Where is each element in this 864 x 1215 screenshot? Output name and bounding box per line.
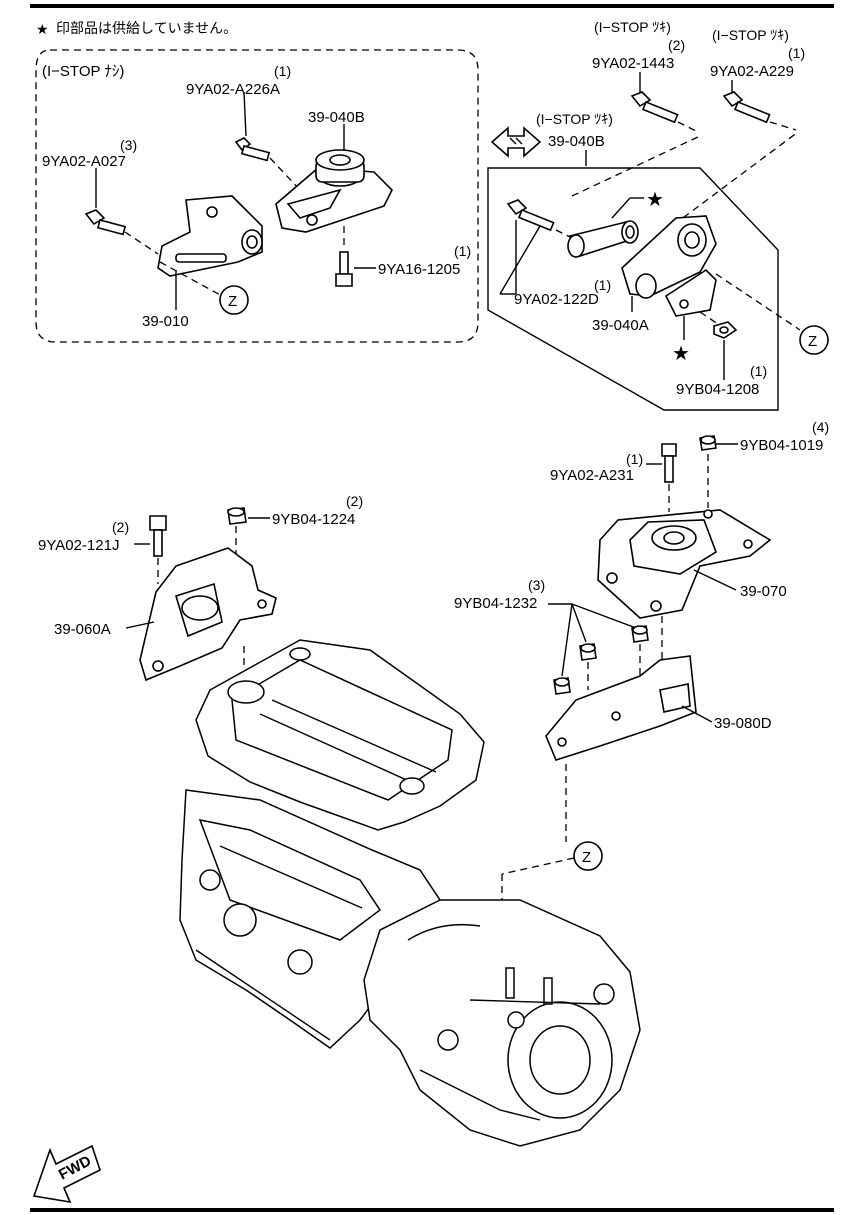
bolt-9ya02-a231 [661, 443, 677, 483]
mount-39-070 [597, 509, 772, 619]
label-39-080d: 39-080D [714, 715, 772, 732]
label-39-010: 39-010 [142, 313, 189, 330]
istop-box-border [487, 167, 779, 411]
no-istop-group-border [35, 49, 479, 343]
bracket-39-080d [545, 655, 697, 761]
mount-39-060a [139, 547, 277, 682]
svg-text:Z: Z [228, 293, 237, 310]
bolt-9ya02-121j [149, 515, 167, 557]
zone-z-left: Z [219, 285, 249, 315]
star-1: ★ [646, 189, 664, 211]
label-9ya02-1443: 9YA02-1443 [592, 55, 674, 72]
bolt-9ya02-a226a [234, 137, 271, 162]
variant-no-istop: (I−STOP ﾅｼ) [42, 63, 124, 80]
fwd-arrow-icon: FWD [32, 1144, 101, 1204]
bolt-9ya02-a229 [722, 91, 771, 124]
label-9ya02-a027: 9YA02-A027 [42, 153, 126, 170]
bolt-9ya02-a027 [84, 209, 127, 236]
bushing-star [567, 220, 639, 258]
label-9yb04-1232: 9YB04-1232 [454, 595, 537, 612]
label-9ya02-a226a: 9YA02-A226A [186, 81, 280, 98]
nut-9yb04-1232-b [579, 643, 597, 661]
zone-z-right: Z [799, 325, 829, 355]
qty-9ya02-122d: (1) [594, 277, 611, 293]
qty-9ya02-a027: (3) [120, 137, 137, 153]
nut-9yb04-1019 [699, 435, 717, 451]
qty-9yb04-1019: (4) [812, 419, 829, 435]
label-9ya02-a229: 9YA02-A229 [710, 63, 794, 80]
bolt-9ya02-1443 [630, 91, 679, 124]
label-9ya02-122d: 9YA02-122D [514, 291, 599, 308]
label-39-070: 39-070 [740, 583, 787, 600]
note-text: 印部品は供給していません。 [56, 20, 237, 36]
label-9ya02-a231: 9YA02-A231 [550, 467, 634, 484]
bracket-39-010 [157, 195, 263, 277]
label-39-040b-left: 39-040B [308, 109, 365, 126]
label-39-060a: 39-060A [54, 621, 111, 638]
label-9yb04-1224: 9YB04-1224 [272, 511, 355, 528]
variant-istop-3: (I−STOP ﾂｷ) [536, 111, 613, 127]
svg-text:Z: Z [582, 849, 591, 866]
mount-39-040a [621, 215, 717, 317]
qty-9yb04-1224: (2) [346, 493, 363, 509]
mount-39-040b-left [275, 149, 393, 233]
variant-arrow [490, 126, 542, 158]
qty-9yb04-1208: (1) [750, 363, 767, 379]
qty-9ya02-a229: (1) [788, 45, 805, 61]
engine-assembly [179, 639, 641, 1147]
nut-9yb04-1208 [713, 321, 738, 339]
qty-9ya02-a231: (1) [626, 451, 643, 467]
label-9yb04-1019: 9YB04-1019 [740, 437, 823, 454]
note-star: ★ [36, 21, 49, 37]
qty-9ya02-1443: (2) [668, 37, 685, 53]
svg-text:Z: Z [808, 333, 817, 350]
qty-9yb04-1232: (3) [528, 577, 545, 593]
nut-9yb04-1232-a [631, 625, 649, 643]
qty-9ya16-1205: (1) [454, 243, 471, 259]
zone-z-bottom: Z [573, 841, 603, 871]
label-9yb04-1208: 9YB04-1208 [676, 381, 759, 398]
label-9ya02-121j: 9YA02-121J [38, 537, 119, 554]
star-2: ★ [672, 343, 690, 365]
variant-istop-1: (I−STOP ﾂｷ) [594, 19, 671, 35]
label-39-040a: 39-040A [592, 317, 649, 334]
qty-9ya02-a226a: (1) [274, 63, 291, 79]
nut-9yb04-1224 [227, 507, 247, 525]
bolt-9ya16-1205 [335, 251, 353, 287]
label-39-040b-right: 39-040B [548, 133, 605, 150]
qty-9ya02-121j: (2) [112, 519, 129, 535]
variant-istop-2: (I−STOP ﾂｷ) [712, 27, 789, 43]
label-9ya16-1205: 9YA16-1205 [378, 261, 460, 278]
nut-9yb04-1232-c [553, 677, 571, 695]
bolt-9ya02-122d [506, 199, 555, 232]
